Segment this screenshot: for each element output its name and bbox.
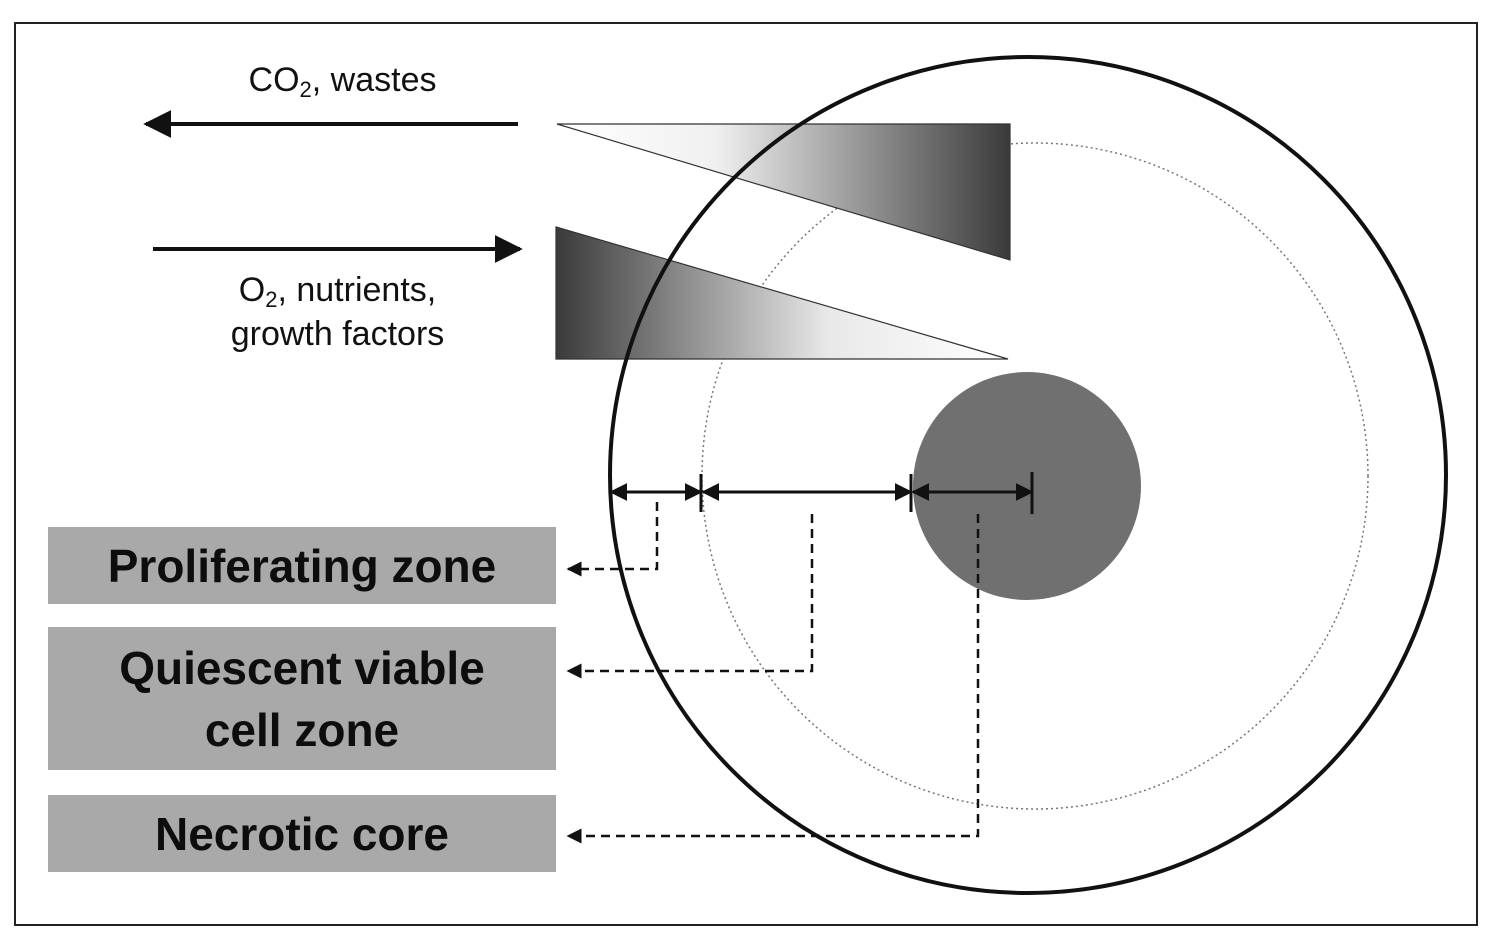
quiescent-line-2: cell zone bbox=[204, 703, 400, 756]
outward-rest: , wastes bbox=[311, 61, 437, 99]
nutrient-gradient-wedge bbox=[555, 226, 1009, 360]
necrotic-core-text: Necrotic core bbox=[154, 807, 449, 860]
necrotic-leader-line bbox=[566, 514, 980, 844]
quiescent-zone-label: Quiescent viable cell zone bbox=[48, 627, 556, 770]
inward-species: O bbox=[238, 271, 266, 309]
outward-species: CO bbox=[248, 61, 300, 99]
inward-line-1: O2, nutrients, bbox=[180, 268, 495, 312]
inward-line-2: growth factors bbox=[230, 315, 445, 353]
necrotic-core-label: Necrotic core bbox=[48, 795, 556, 872]
inward-flow-label: O2, nutrients, growth factors bbox=[180, 268, 495, 356]
necrotic-core-disc bbox=[913, 372, 1141, 600]
proliferating-leader-line bbox=[566, 502, 659, 577]
proliferating-zone-label: Proliferating zone bbox=[48, 527, 556, 604]
inward-rest: , nutrients, bbox=[277, 271, 437, 309]
quiescent-leader-line bbox=[566, 514, 814, 679]
waste-gradient-wedge bbox=[556, 123, 1011, 261]
proliferating-zone-text: Proliferating zone bbox=[107, 539, 497, 592]
outward-subscript: 2 bbox=[299, 77, 312, 102]
quiescent-zone-text: Quiescent viable cell zone bbox=[119, 637, 485, 761]
quiescent-line-1: Quiescent viable bbox=[119, 641, 485, 694]
spheroid-outer-circle bbox=[608, 55, 1448, 895]
inward-subscript: 2 bbox=[265, 287, 278, 312]
outward-flow-label: CO2, wastes bbox=[200, 58, 485, 102]
